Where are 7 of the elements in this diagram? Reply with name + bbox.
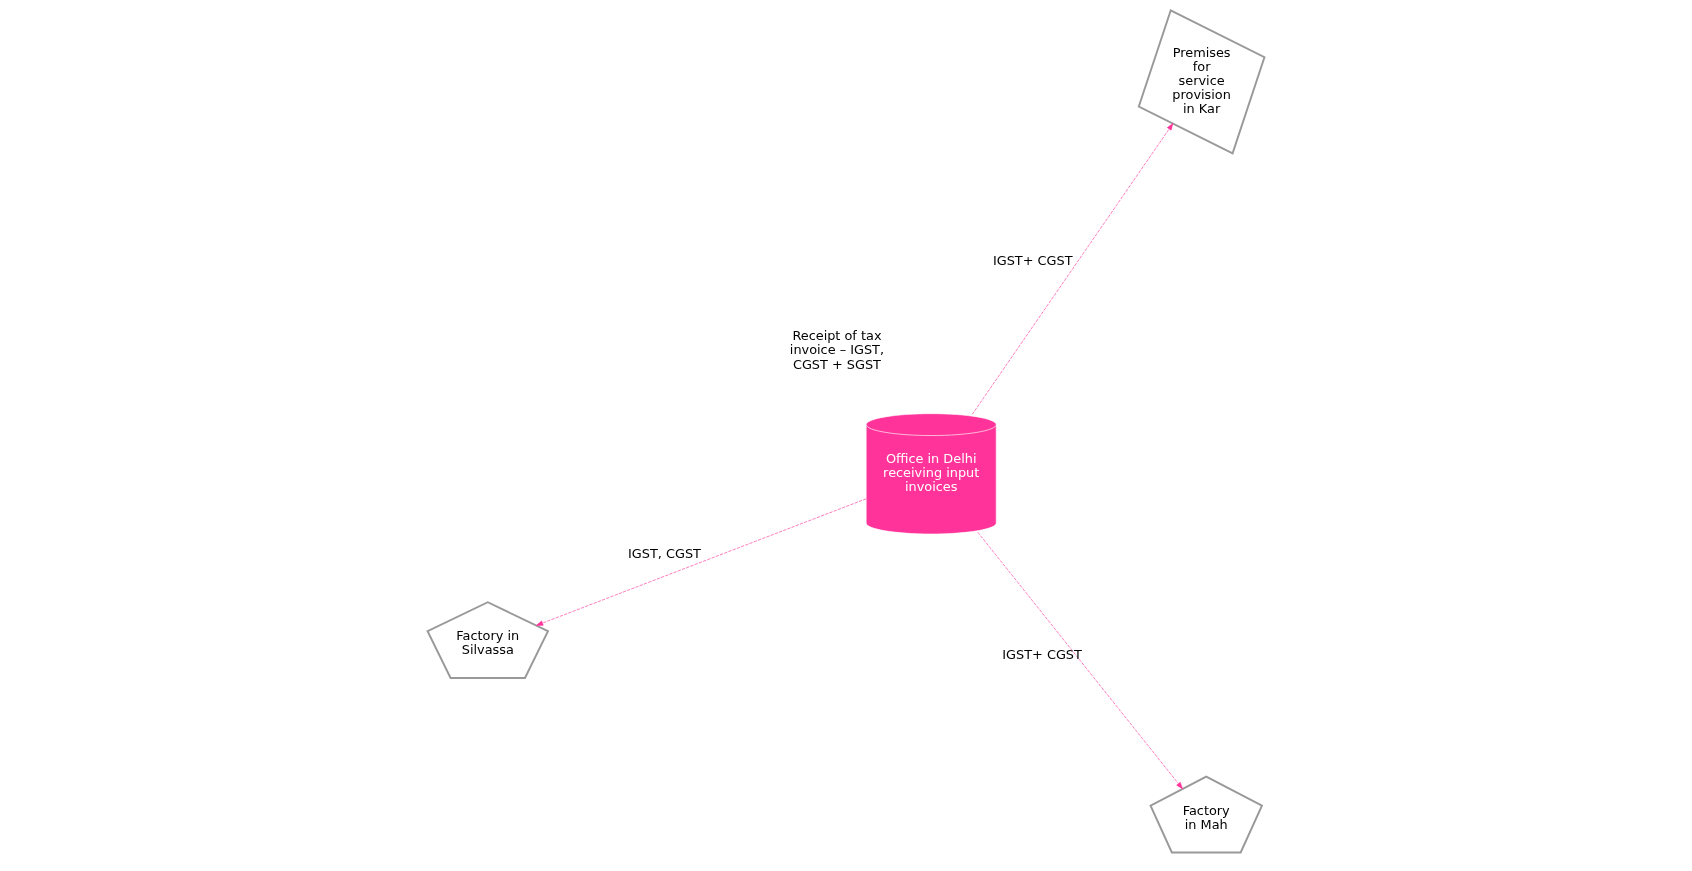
node-label: Receipt of tax invoice – IGST, CGST + SGST (789, 328, 885, 372)
arrow (977, 532, 1183, 790)
edge-label: IGST, CGST (628, 546, 701, 562)
edge-label: IGST+ CGST (1002, 646, 1082, 662)
arrow (536, 498, 867, 626)
arrow (971, 123, 1174, 415)
edge-label: IGST+ CGST (992, 252, 1073, 268)
